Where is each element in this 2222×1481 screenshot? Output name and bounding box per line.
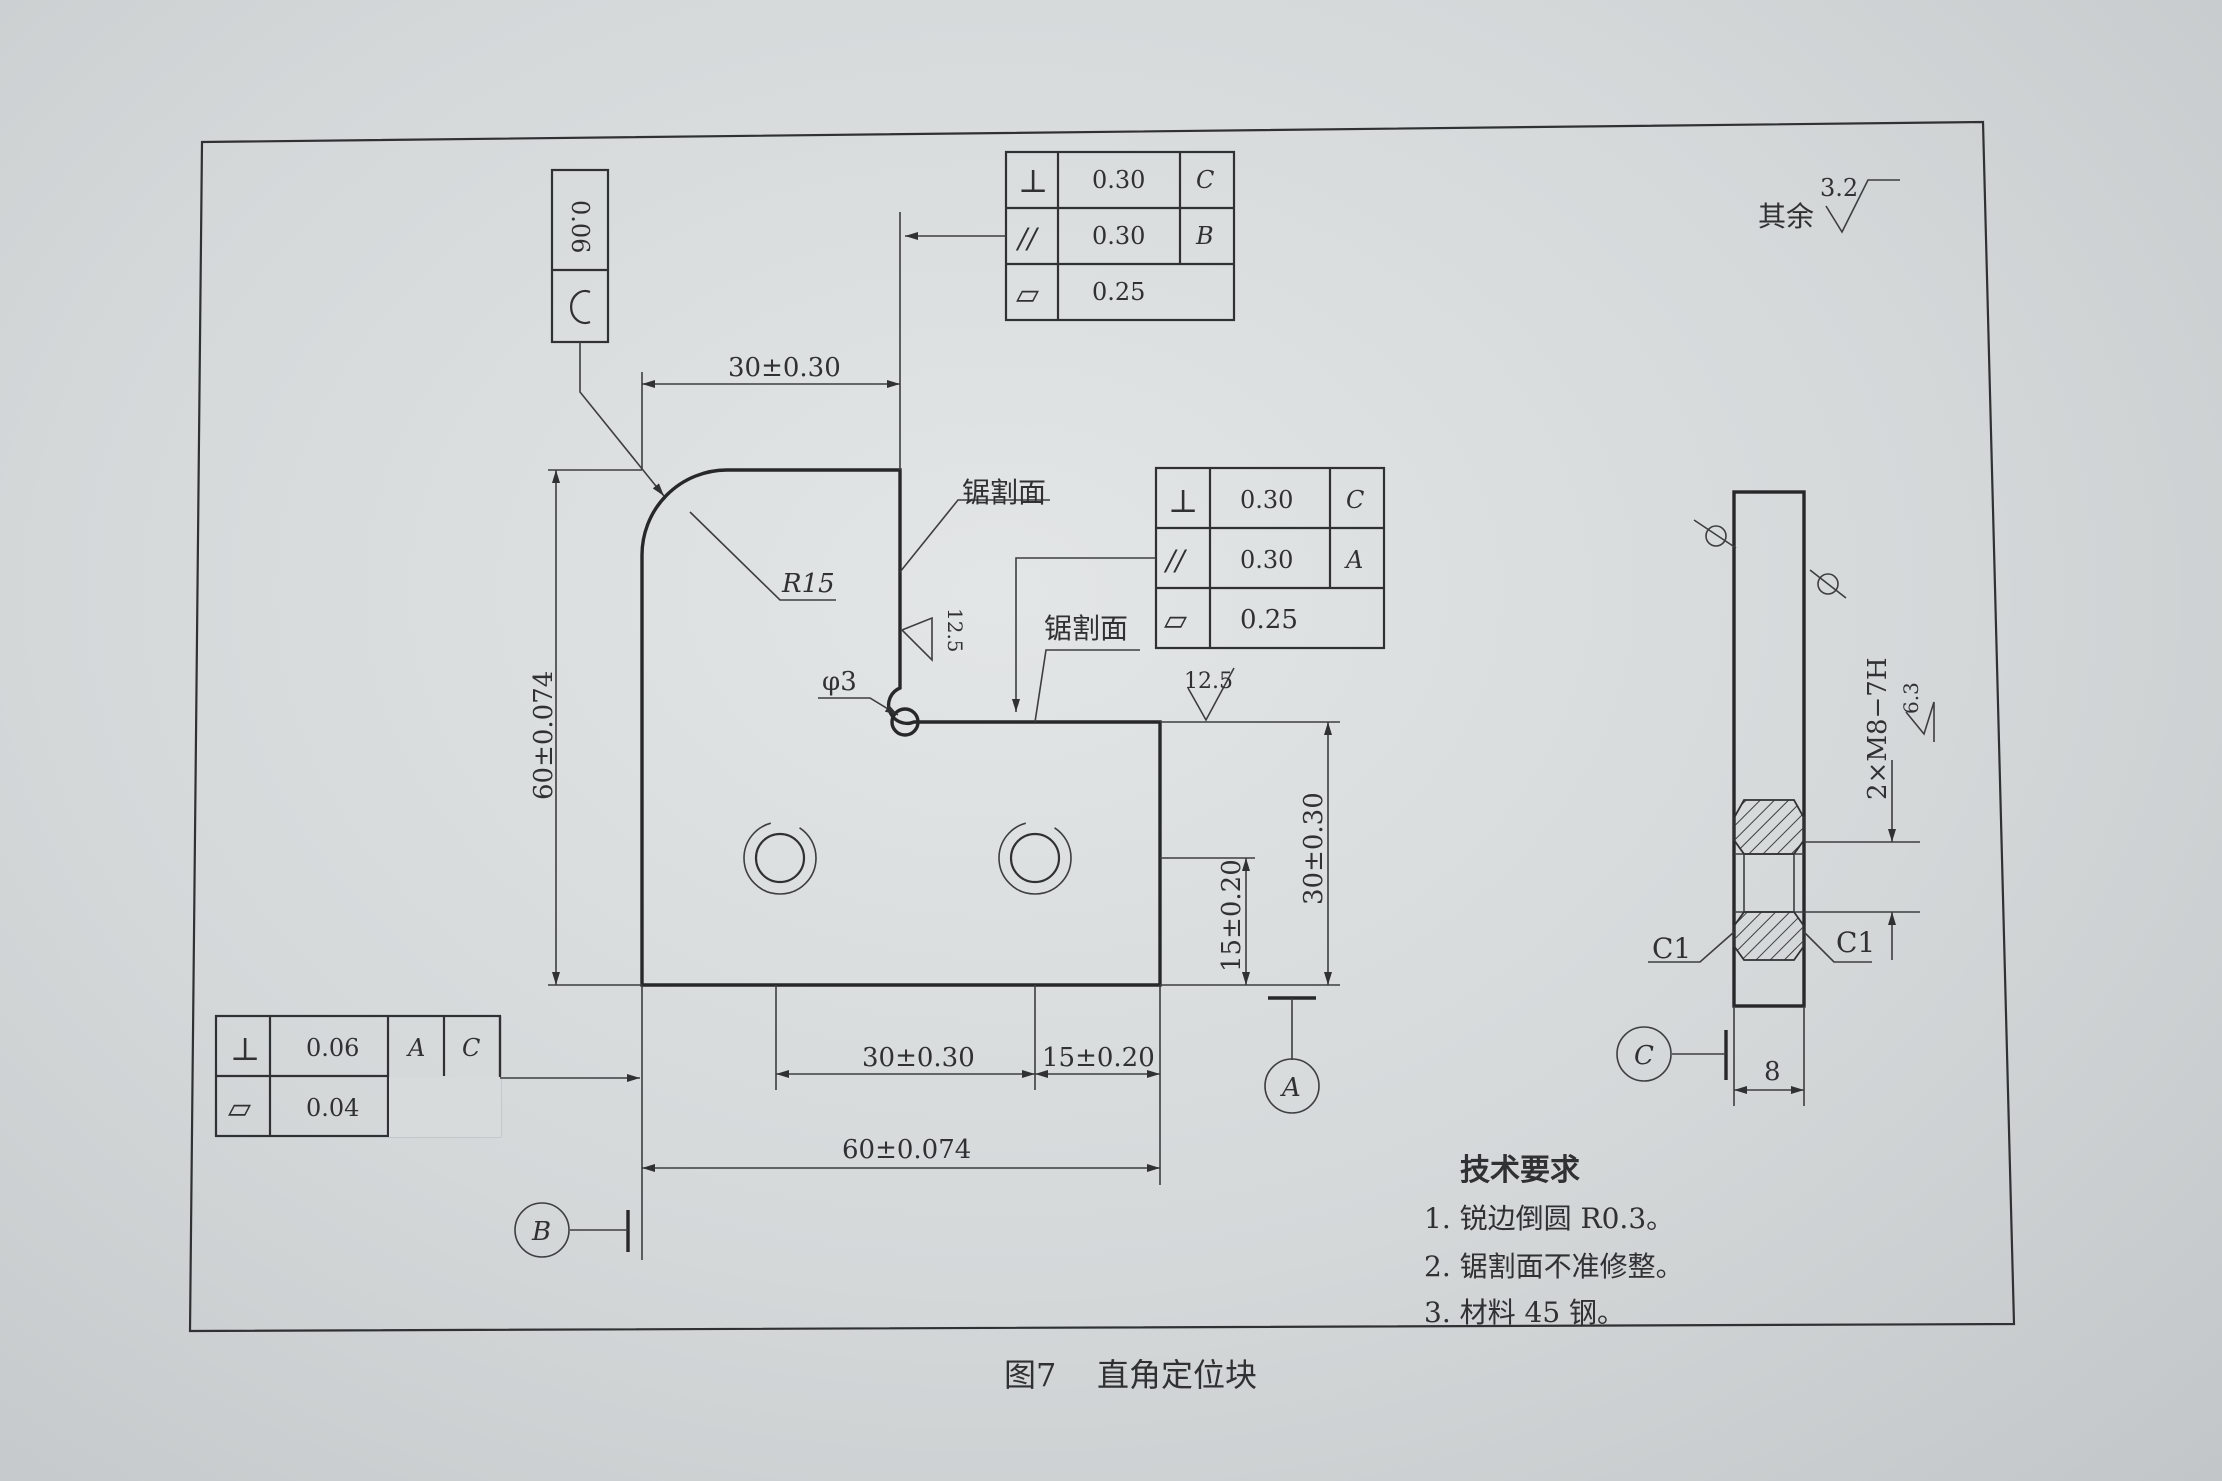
surface-note-label: 其余: [1758, 200, 1814, 233]
roughness-symbol-vertical: 12.5: [901, 608, 967, 662]
fcf-top-row1-symbol: ⊥: [1018, 162, 1048, 200]
fcf-mid-row2-symbol: //: [1163, 544, 1187, 577]
side-view: 2×M8−7H 6.3 C1 C1 8 C: [1616, 490, 1935, 1106]
tech-requirements-title: 技术要求: [1460, 1153, 1580, 1188]
rough-63-text: 6.3: [1899, 682, 1923, 714]
dim-right-height-text: 30±0.30: [1299, 792, 1329, 905]
fcf-top-row3-symbol: ▱: [1016, 277, 1039, 312]
fcf-bottom-row1-value: 0.06: [306, 1034, 359, 1062]
main-part-outline: [640, 468, 1162, 987]
tech-requirements: 技术要求 1. 锐边倒圆 R0.3。 2. 锯割面不准修整。 3. 材料 45 …: [1424, 1153, 1684, 1329]
fcf-bottom-row2-symbol: ▱: [228, 1091, 251, 1126]
dim-relief-hole-text: φ3: [822, 667, 857, 697]
fcf-mid-row1-value: 0.30: [1240, 486, 1293, 514]
fcf-mid-row2-value: 0.30: [1240, 546, 1293, 574]
dim-bottom-total: 60±0.074: [642, 1135, 1160, 1172]
fcf-bottom-row1-symbol: ⊥: [230, 1030, 260, 1068]
fcf-mid: ⊥ 0.30 C // 0.30 A ▱ 0.25: [1012, 466, 1386, 712]
threaded-hole-right: [1009, 832, 1061, 884]
fcf-mid-row1-symbol: ⊥: [1168, 482, 1198, 520]
datum-a-text: A: [1280, 1073, 1301, 1103]
dim-radius-text: R15: [781, 569, 835, 599]
roughness-symbol-top-edge: 12.5: [1184, 667, 1235, 722]
saw-surface-label-2: 锯割面: [1034, 612, 1140, 723]
dim-bottom-holes-text: 30±0.30: [862, 1043, 975, 1073]
fcf-mid-row2-datum: A: [1344, 546, 1363, 574]
fcf-vertical: 0.06: [550, 168, 665, 497]
dim-relief-hole: φ3: [818, 667, 899, 716]
dim-radius: R15: [689, 511, 836, 601]
fcf-bottom-row1-datum2: C: [462, 1034, 480, 1062]
rough-125-b-text: 12.5: [1184, 669, 1233, 694]
fcf-mid-row3-value: 0.25: [1240, 605, 1298, 635]
surface-finish-note: 其余 3.2: [1758, 174, 1900, 234]
dim-right-hole-height-text: 15±0.20: [1217, 859, 1247, 972]
thread-text: 2×M8−7H: [1863, 658, 1893, 801]
fcf-mid-row1-datum: C: [1346, 486, 1364, 514]
tech-requirement-3: 3. 材料 45 钢。: [1424, 1296, 1625, 1329]
dim-bottom-right: 15±0.20: [1035, 1043, 1160, 1078]
tech-requirement-2: 2. 锯割面不准修整。: [1424, 1250, 1684, 1283]
dim-bottom-total-text: 60±0.074: [842, 1135, 971, 1165]
surface-note-roughness: 3.2: [1820, 174, 1858, 202]
tech-requirement-1: 1. 锐边倒圆 R0.3。: [1424, 1202, 1674, 1235]
saw-surface-1-text: 锯割面: [962, 476, 1046, 509]
dim-bottom-right-text: 15±0.20: [1042, 1043, 1155, 1073]
fcf-bottom-row2-value: 0.04: [306, 1094, 359, 1122]
datum-b: B: [514, 1202, 630, 1258]
fcf-top-row2-value: 0.30: [1092, 222, 1145, 250]
fcf-vertical-value: 0.06: [566, 200, 594, 253]
fcf-top: ⊥ 0.30 C // 0.30 B ▱ 0.25: [905, 150, 1236, 322]
fcf-top-row1-datum: C: [1196, 166, 1214, 194]
dim-bottom-holes: 30±0.30: [776, 1043, 1035, 1078]
datum-a: A: [1264, 996, 1320, 1114]
dim-left-height: 60±0.074: [529, 470, 560, 985]
fcf-mid-row3-symbol: ▱: [1164, 603, 1187, 638]
fcf-top-row3-value: 0.25: [1092, 278, 1145, 306]
fcf-bottom: ⊥ 0.06 A C ▱ 0.04: [214, 1014, 640, 1138]
datum-b-text: B: [531, 1217, 551, 1247]
threaded-hole-left: [754, 832, 806, 884]
fcf-top-row2-datum: B: [1195, 222, 1214, 250]
figure-caption: 图7 直角定位块: [1004, 1356, 1257, 1394]
chamfer-left-text: C1: [1652, 932, 1691, 965]
saw-surface-label-1: 锯割面: [899, 476, 1050, 573]
dim-top-width-text: 30±0.30: [728, 353, 841, 383]
fcf-top-row2-symbol: //: [1015, 222, 1039, 255]
relief-hole: [890, 707, 920, 737]
fcf-top-row1-value: 0.30: [1092, 166, 1145, 194]
dim-top-width: 30±0.30: [642, 353, 900, 388]
fcf-bottom-row1-datum1: A: [406, 1034, 425, 1062]
thickness-text: 8: [1764, 1057, 1781, 1087]
datum-c-text: C: [1634, 1041, 1654, 1071]
chamfer-right-text: C1: [1836, 926, 1875, 959]
dim-right-height: 30±0.30: [1299, 722, 1332, 985]
rough-125-a-text: 12.5: [943, 608, 967, 653]
drawing-frame: [188, 120, 2016, 1333]
saw-surface-2-text: 锯割面: [1044, 612, 1128, 645]
dim-right-hole-height: 15±0.20: [1217, 858, 1250, 985]
dim-left-height-text: 60±0.074: [529, 671, 559, 800]
profile-line-symbol: [570, 289, 591, 325]
